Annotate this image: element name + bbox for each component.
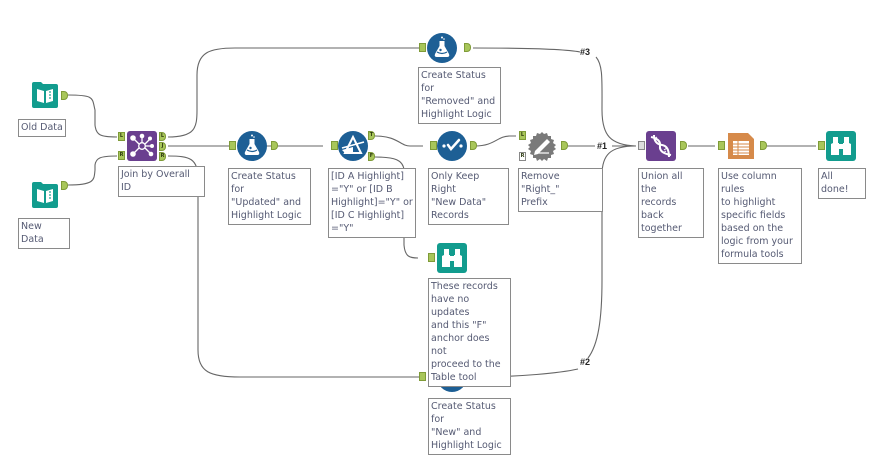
tool-label-formula-new: Create Status for "New" and Highlight Lo…: [428, 398, 511, 455]
connection-label-2: #2: [580, 357, 591, 367]
anchor-rename-left-input[interactable]: L: [519, 131, 526, 140]
input-data-icon: [32, 182, 58, 208]
browse-icon: [826, 131, 856, 161]
tool-label-dynamic-rename: Remove "Right_" Prefix: [518, 168, 603, 212]
anchor-output[interactable]: [61, 91, 68, 100]
anchor-join-right-output[interactable]: R: [159, 152, 166, 161]
anchor-input[interactable]: [818, 141, 825, 150]
tool-browse-done[interactable]: [826, 131, 856, 161]
tool-table[interactable]: [726, 131, 756, 161]
tool-formula-updated[interactable]: [237, 131, 267, 161]
join-icon: [127, 131, 157, 161]
tool-label-table: Use column rules to highlight specific f…: [718, 168, 802, 264]
connection-removed-to-union: [472, 47, 581, 53]
anchor-input[interactable]: [419, 43, 426, 52]
anchor-output[interactable]: [61, 181, 68, 190]
tool-label-new-data: New Data: [18, 218, 70, 249]
filter-icon: [338, 131, 368, 161]
anchor-output[interactable]: [561, 141, 568, 150]
anchor-filter-false-output[interactable]: F: [368, 152, 375, 161]
browse-icon: [437, 243, 467, 273]
anchor-input[interactable]: [718, 141, 725, 150]
connection-label-1: #1: [597, 141, 608, 151]
input-data-icon: [32, 82, 58, 108]
anchor-filter-true-output[interactable]: T: [368, 131, 375, 140]
tool-union[interactable]: [646, 131, 676, 161]
tool-label-browse-false: These records have no updates and this "…: [428, 278, 511, 387]
anchor-rename-right-input[interactable]: R: [519, 152, 526, 161]
tool-browse-false[interactable]: [437, 243, 467, 273]
dynamic-rename-icon: [528, 132, 556, 161]
anchor-join-left-output[interactable]: L: [159, 132, 166, 141]
connection-join-r-to-new: [167, 155, 419, 378]
tool-new-data[interactable]: [30, 180, 60, 210]
connection-select-to-rename: [474, 135, 516, 147]
anchor-join-left-input[interactable]: L: [118, 132, 125, 141]
tool-label-filter: [ID A Highlight] ="Y" or [ID B Highlight…: [328, 168, 416, 238]
tool-label-union: Union all the records back together: [638, 168, 704, 238]
connection-old-to-join: [67, 94, 118, 138]
connection-join-l-to-removed: [167, 47, 419, 138]
tool-old-data[interactable]: [30, 80, 60, 110]
tool-label-formula-updated: Create Status for "Updated" and Highligh…: [228, 168, 311, 225]
anchor-join-right-input[interactable]: R: [118, 151, 125, 160]
anchor-output[interactable]: [760, 141, 767, 150]
anchor-output[interactable]: [271, 141, 278, 150]
union-icon: [646, 131, 676, 161]
select-icon: [437, 131, 467, 161]
anchor-input[interactable]: [331, 141, 338, 150]
tool-formula-removed[interactable]: [427, 33, 457, 63]
anchor-output[interactable]: [470, 141, 477, 150]
anchor-output[interactable]: [464, 43, 471, 52]
anchor-output[interactable]: [680, 141, 687, 150]
anchor-input[interactable]: [428, 253, 435, 262]
tool-join[interactable]: [127, 131, 157, 161]
connection-filter-t-to-select: [374, 135, 423, 147]
table-icon: [728, 133, 754, 159]
connection-label-3: #3: [580, 47, 591, 57]
tool-label-formula-removed: Create Status for "Removed" and Highligh…: [418, 67, 501, 124]
tool-dynamic-rename[interactable]: [527, 131, 557, 161]
tool-label-old-data: Old Data: [18, 119, 66, 137]
formula-icon: [237, 131, 267, 161]
anchor-input[interactable]: [419, 372, 426, 381]
tool-label-select: Only Keep Right "New Data" Records: [428, 168, 509, 225]
tool-label-join: Join by Overall ID: [118, 166, 205, 197]
tool-select[interactable]: [437, 131, 467, 161]
anchor-join-join-output[interactable]: J: [159, 142, 166, 151]
anchor-input[interactable]: [430, 141, 437, 150]
anchor-union-multi-input[interactable]: [638, 141, 645, 150]
formula-icon: [427, 33, 457, 63]
anchor-input[interactable]: [229, 141, 236, 150]
tool-label-browse-done: All done!: [818, 168, 866, 199]
connection-new-to-join: [67, 155, 118, 186]
tool-filter[interactable]: [338, 131, 368, 161]
